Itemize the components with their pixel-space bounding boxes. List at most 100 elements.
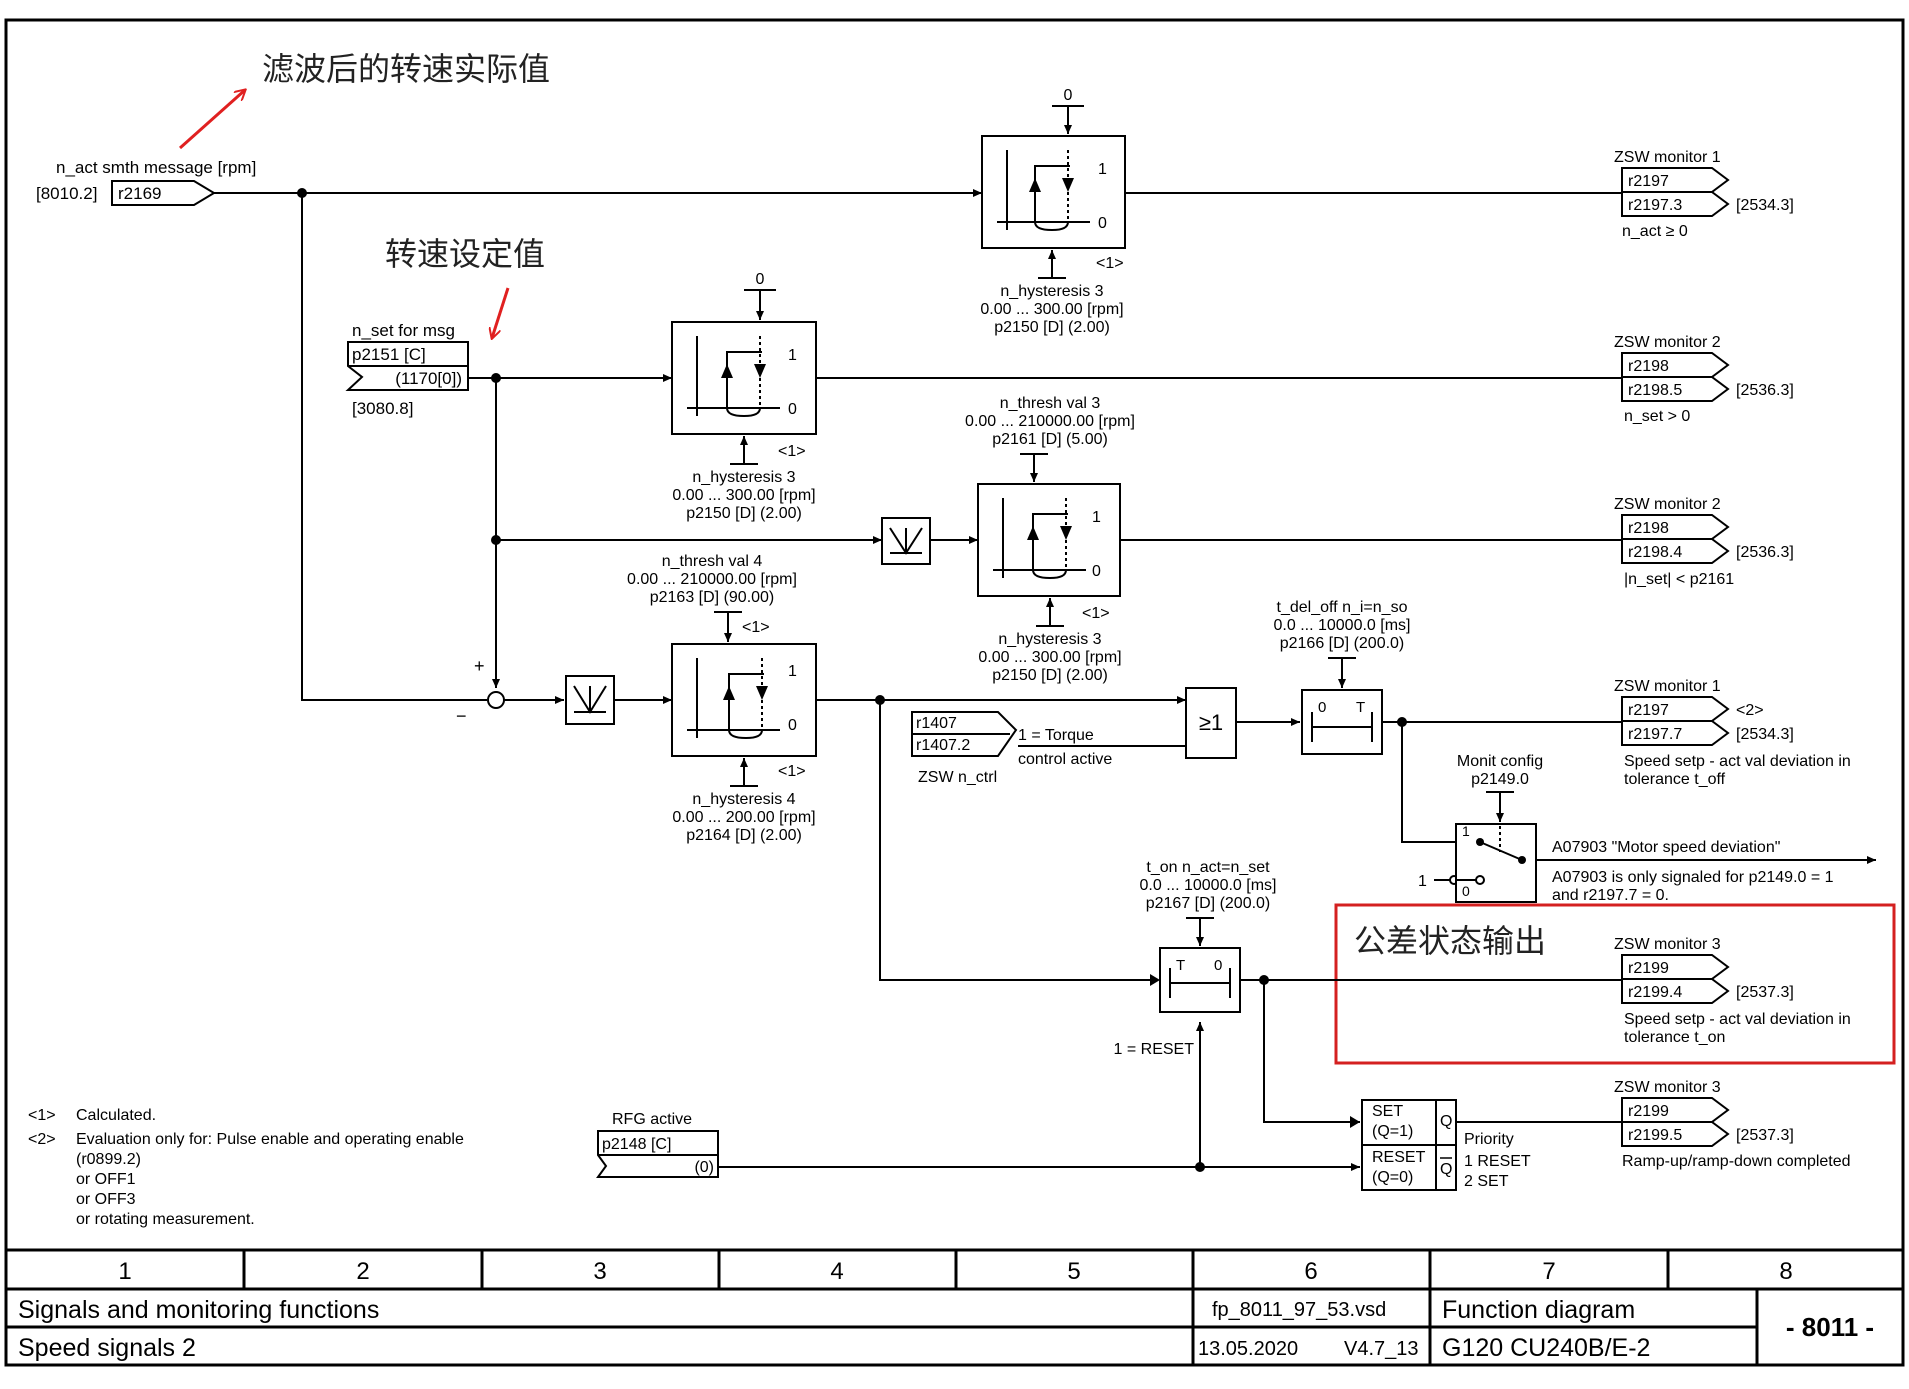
svg-text:r2199.5: r2199.5 [1628, 1127, 1682, 1144]
flip-flop: SET (Q=1) Q RESET (Q=0) Q Priority 1 RES… [1361, 1099, 1531, 1191]
svg-text:0.00 ... 300.00 [rpm]: 0.00 ... 300.00 [rpm] [980, 301, 1123, 318]
svg-text:G120 CU240B/E-2: G120 CU240B/E-2 [1442, 1334, 1650, 1362]
svg-text:1: 1 [118, 1258, 131, 1285]
svg-text:<1>: <1> [778, 763, 806, 780]
svg-text:−: − [456, 706, 467, 726]
svg-text:p2150 [D] (2.00): p2150 [D] (2.00) [992, 667, 1108, 684]
svg-text:control active: control active [1018, 751, 1112, 768]
svg-text:n_thresh val 3: n_thresh val 3 [1000, 395, 1101, 412]
svg-text:1: 1 [1092, 509, 1101, 526]
svg-text:Signals and monitoring functio: Signals and monitoring functions [18, 1296, 379, 1324]
svg-text:Q: Q [1440, 1161, 1452, 1178]
svg-text:SET: SET [1372, 1103, 1403, 1120]
svg-text:0: 0 [1462, 883, 1470, 899]
svg-text:[2537.3]: [2537.3] [1736, 984, 1794, 1001]
output-zsw-1b: ZSW monitor 1 r2197 r2197.7 <2> [2534.3]… [1614, 678, 1851, 788]
tolerance-highlight-box [1334, 903, 1896, 1065]
timer-on-delay: t_on n_act=n_set 0.0 ... 10000.0 [ms] p2… [1114, 859, 1277, 1058]
diagram-border [4, 18, 1905, 1367]
output-zsw-1: ZSW monitor 1 r2197 r2197.3 [2534.3] n_a… [1614, 149, 1794, 240]
svg-text:ZSW monitor 3: ZSW monitor 3 [1614, 936, 1721, 953]
svg-text:p2163 [D] (90.00): p2163 [D] (90.00) [650, 589, 775, 606]
svg-text:p2148 [C]: p2148 [C] [602, 1136, 671, 1153]
abs-block-2 [565, 675, 615, 725]
svg-text:fp_8011_97_53.vsd: fp_8011_97_53.vsd [1212, 1299, 1386, 1321]
svg-text:+: + [474, 656, 485, 676]
svg-text:r2198.5: r2198.5 [1628, 382, 1682, 399]
svg-text:r1407.2: r1407.2 [916, 737, 970, 754]
svg-text:1 = Torque: 1 = Torque [1018, 727, 1094, 744]
svg-text:A07903 is only signaled for p2: A07903 is only signaled for p2149.0 = 1 [1552, 869, 1834, 886]
timer-off-delay: t_del_off n_i=n_so 0.0 ... 10000.0 [ms] … [1274, 599, 1411, 755]
svg-text:0: 0 [1064, 87, 1073, 104]
svg-text:0: 0 [788, 717, 797, 734]
svg-text:1: 1 [788, 347, 797, 364]
svg-text:(Q=1): (Q=1) [1372, 1123, 1413, 1140]
svg-text:4: 4 [830, 1258, 843, 1285]
svg-text:1: 1 [1462, 823, 1470, 839]
footnotes: <1> Calculated. <2> Evaluation only for:… [28, 1107, 464, 1228]
svg-text:V4.7_13: V4.7_13 [1344, 1338, 1419, 1360]
svg-text:0.0 ... 10000.0 [ms]: 0.0 ... 10000.0 [ms] [1140, 877, 1277, 894]
svg-text:0: 0 [1214, 957, 1222, 974]
svg-text:0.00 ... 210000.00 [rpm]: 0.00 ... 210000.00 [rpm] [965, 413, 1135, 430]
svg-text:Evaluation only for: Pulse ena: Evaluation only for: Pulse enable and op… [76, 1131, 464, 1148]
monit-config-switch: Monit config p2149.0 1 0 1 [1418, 753, 1543, 903]
svg-text:p2167 [D] (200.0): p2167 [D] (200.0) [1146, 895, 1271, 912]
alarm-a07903: A07903 "Motor speed deviation" A07903 is… [1552, 839, 1834, 904]
svg-text:<1>: <1> [778, 443, 806, 460]
svg-text:t_del_off n_i=n_so: t_del_off n_i=n_so [1277, 599, 1408, 616]
svg-text:p2164 [D] (2.00): p2164 [D] (2.00) [686, 827, 802, 844]
or-gate: ≥1 [1185, 687, 1237, 759]
svg-text:8: 8 [1779, 1258, 1792, 1285]
svg-text:r2197.3: r2197.3 [1628, 197, 1682, 214]
svg-text:[2537.3]: [2537.3] [1736, 1127, 1794, 1144]
svg-text:<2>: <2> [28, 1131, 56, 1148]
svg-text:ZSW n_ctrl: ZSW n_ctrl [918, 769, 997, 786]
svg-text:n_hysteresis 3: n_hysteresis 3 [998, 631, 1101, 648]
svg-text:13.05.2020: 13.05.2020 [1198, 1338, 1298, 1360]
svg-text:(1170[0]): (1170[0]) [395, 369, 462, 388]
output-zsw-2a: ZSW monitor 2 r2198 r2198.5 [2536.3] n_s… [1614, 334, 1794, 425]
svg-text:Priority: Priority [1464, 1131, 1514, 1148]
comparator-3: n_thresh val 3 0.00 ... 210000.00 [rpm] … [965, 395, 1135, 684]
svg-text:[3080.8]: [3080.8] [352, 399, 413, 418]
svg-text:0.00 ... 200.00 [rpm]: 0.00 ... 200.00 [rpm] [672, 809, 815, 826]
svg-text:r2199.4: r2199.4 [1628, 984, 1682, 1001]
svg-text:r2198.4: r2198.4 [1628, 544, 1682, 561]
svg-text:0.00 ... 300.00 [rpm]: 0.00 ... 300.00 [rpm] [672, 487, 815, 504]
svg-text:滤波后的转速实际值: 滤波后的转速实际值 [262, 50, 550, 88]
svg-text:n_hysteresis 4: n_hysteresis 4 [692, 791, 795, 808]
svg-text:0: 0 [1092, 563, 1101, 580]
svg-text:Q: Q [1440, 1113, 1452, 1130]
svg-text:|n_set| < p2161: |n_set| < p2161 [1624, 571, 1734, 588]
svg-text:n_set for msg: n_set for msg [352, 321, 455, 340]
input-n-set: n_set for msg p2151 [C] (1170[0]) [3080.… [345, 321, 469, 418]
svg-text:[8010.2]: [8010.2] [36, 184, 97, 203]
svg-text:(0): (0) [694, 1159, 714, 1176]
svg-text:6: 6 [1304, 1258, 1317, 1285]
svg-text:r2199: r2199 [1628, 960, 1669, 977]
annotation-tolerance-output: 公差状态输出 [1354, 922, 1546, 960]
svg-text:ZSW monitor 2: ZSW monitor 2 [1614, 496, 1721, 513]
svg-text:0.0 ... 10000.0 [ms]: 0.0 ... 10000.0 [ms] [1274, 617, 1411, 634]
svg-text:A07903 "Motor speed deviation": A07903 "Motor speed deviation" [1552, 839, 1780, 856]
svg-text:1: 1 [788, 663, 797, 680]
svg-text:1 = RESET: 1 = RESET [1114, 1041, 1195, 1058]
svg-text:n_set > 0: n_set > 0 [1624, 408, 1690, 425]
svg-text:p2166 [D] (200.0): p2166 [D] (200.0) [1280, 635, 1405, 652]
svg-text:(r0899.2): (r0899.2) [76, 1151, 141, 1168]
svg-text:转速设定值: 转速设定值 [385, 235, 545, 273]
comparator-2: 0 1 0 <1> n_hysteresis 3 0.00 ... 300.00… [671, 271, 817, 522]
svg-text:Monit config: Monit config [1457, 753, 1543, 770]
comparator-4: n_thresh val 4 0.00 ... 210000.00 [rpm] … [627, 553, 817, 844]
input-r1407: r1407 r1407.2 1 = Torque control active … [911, 711, 1112, 786]
svg-text:0: 0 [756, 271, 765, 288]
svg-text:ZSW monitor 1: ZSW monitor 1 [1614, 149, 1721, 166]
svg-text:or rotating measurement.: or rotating measurement. [76, 1211, 255, 1228]
svg-text:n_act smth message [rpm]: n_act smth message [rpm] [56, 158, 256, 177]
svg-text:n_act ≥ 0: n_act ≥ 0 [1622, 223, 1688, 240]
svg-text:- 8011 -: - 8011 - [1786, 1312, 1874, 1342]
annotation-speed-setpoint: 转速设定值 [385, 235, 545, 338]
